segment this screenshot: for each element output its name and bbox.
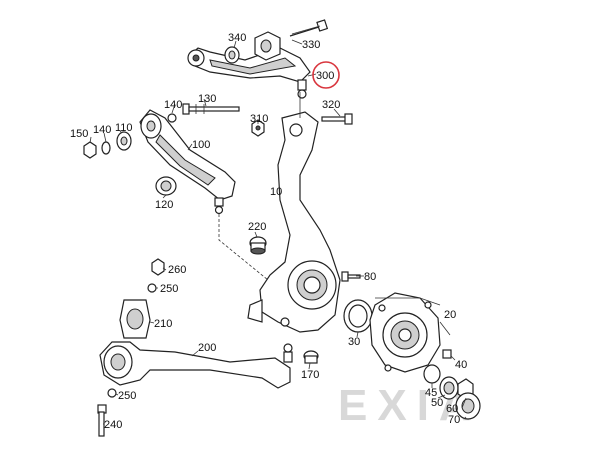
label-120: 120 (155, 199, 173, 211)
nut-260 (151, 258, 165, 276)
cap-70 (455, 392, 481, 420)
washer-250 (147, 283, 157, 293)
label-20: 20 (444, 309, 456, 321)
label-250-upper: 250 (160, 283, 178, 295)
label-320: 320 (322, 99, 340, 111)
label-80: 80 (364, 271, 376, 283)
label-60: 60 (446, 403, 458, 415)
nut-150 (83, 141, 97, 159)
label-240: 240 (104, 419, 122, 431)
label-260: 260 (168, 264, 186, 276)
bushing-bracket (254, 31, 281, 61)
bushing-340 (224, 46, 240, 64)
hub-assembly (343, 292, 441, 373)
label-30: 30 (348, 336, 360, 348)
label-250-lower: 250 (118, 390, 136, 402)
label-150: 150 (70, 128, 88, 140)
label-40: 40 (455, 359, 467, 371)
label-110: 110 (115, 122, 133, 134)
bolt-320 (321, 113, 353, 125)
upper-control-arm (187, 47, 311, 99)
label-200: 200 (198, 342, 216, 354)
bolt-40 (442, 349, 452, 359)
label-210: 210 (154, 318, 172, 330)
label-50: 50 (431, 397, 443, 409)
bushing-120 (155, 176, 177, 196)
nut-220 (249, 236, 267, 255)
rear-lower-arm (99, 341, 293, 389)
washer-140b (101, 141, 111, 155)
label-340: 340 (228, 32, 246, 44)
label-220: 220 (248, 221, 266, 233)
washer-250b (107, 388, 117, 398)
label-140-lower: 140 (93, 124, 111, 136)
highlight-circle (312, 61, 340, 89)
bushing-110 (116, 131, 132, 151)
label-45: 45 (425, 387, 437, 399)
label-70: 70 (448, 414, 460, 426)
label-310: 310 (250, 113, 268, 125)
label-140-upper: 140 (164, 99, 182, 111)
label-330: 330 (302, 39, 320, 51)
bolt-330 (289, 19, 329, 37)
label-300: 300 (316, 70, 334, 82)
nut-170 (303, 350, 319, 364)
ring-45 (423, 364, 441, 384)
bolt-80 (341, 271, 361, 282)
label-100: 100 (192, 139, 210, 151)
label-130: 130 (198, 93, 216, 105)
front-lower-arm (139, 109, 236, 215)
bolt-130 (182, 103, 240, 115)
label-10: 10 (270, 186, 282, 198)
bearing-50 (439, 376, 459, 400)
washer-140 (167, 113, 177, 123)
bushing-210 (119, 299, 151, 339)
label-170: 170 (301, 369, 319, 381)
steering-knuckle (247, 92, 341, 333)
